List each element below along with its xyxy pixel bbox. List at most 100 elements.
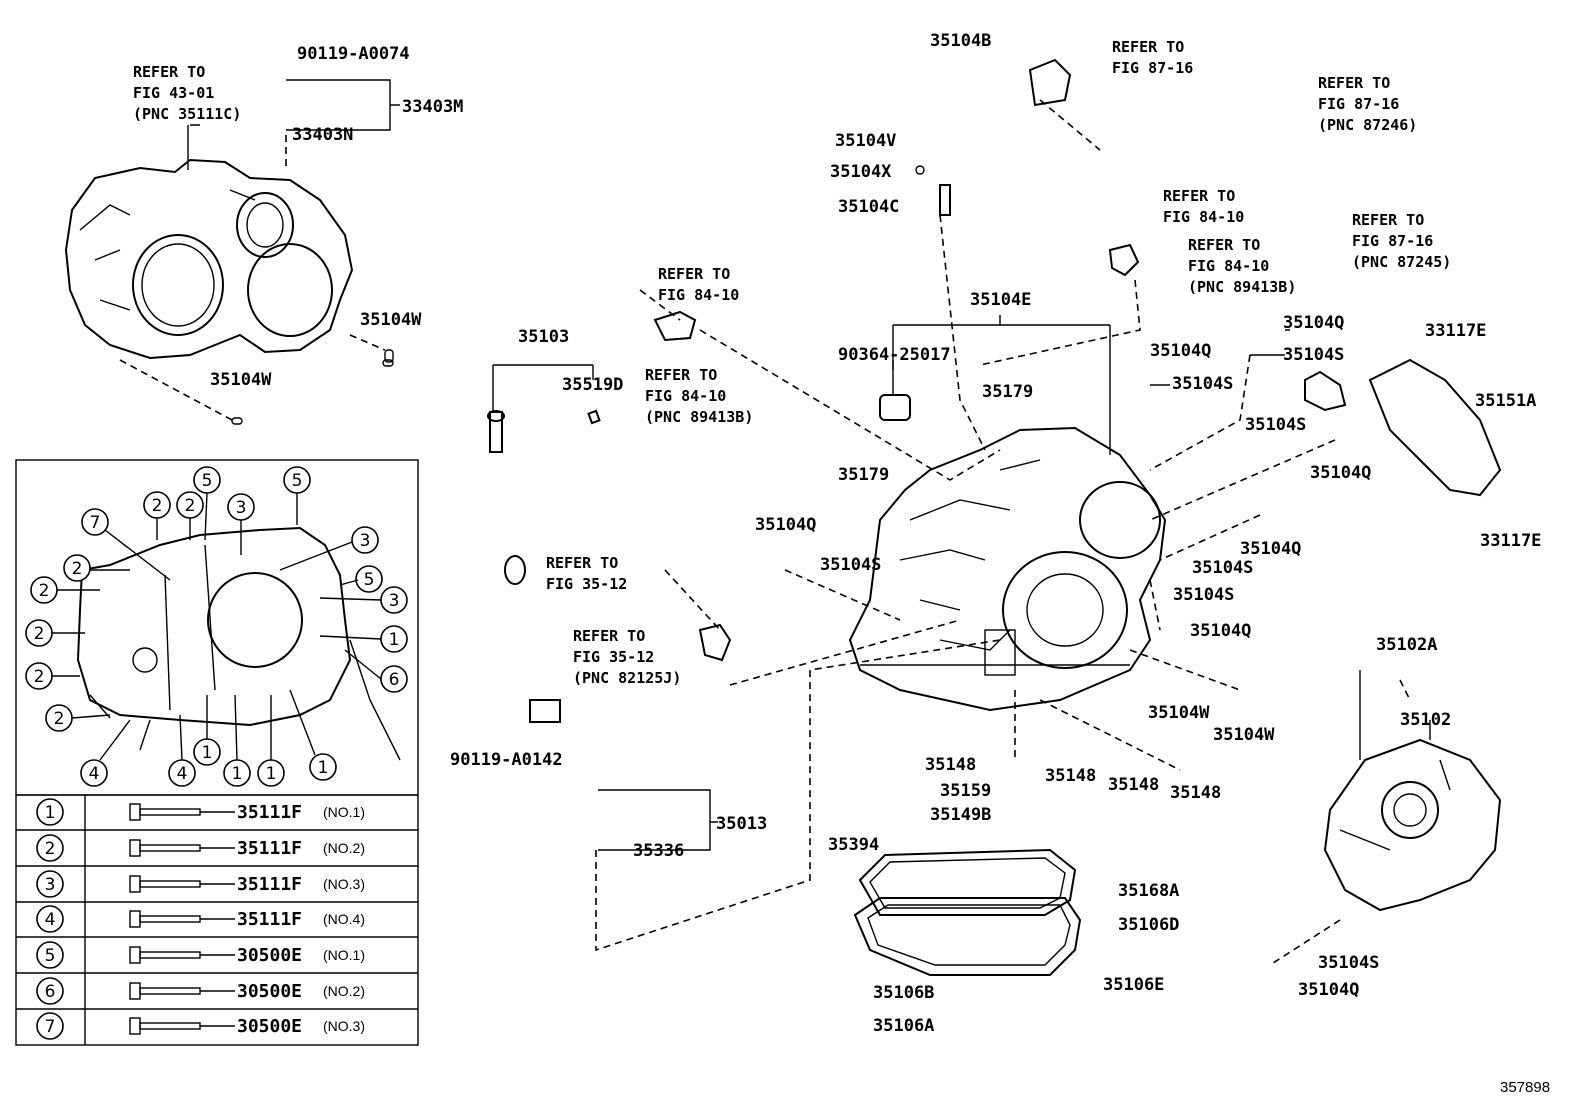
- label-35106a: 35106A: [873, 1016, 934, 1036]
- svg-text:7: 7: [45, 1017, 56, 1037]
- inset-callout-4b: 4: [168, 759, 196, 787]
- label-35103: 35103: [518, 327, 569, 347]
- svg-text:3: 3: [360, 531, 371, 551]
- inset-callout-2e: 2: [25, 619, 53, 647]
- refer-note-fig-84-10-d: REFER TO FIG 84-10 (PNC 89413B): [645, 366, 753, 426]
- label-35106b: 35106B: [873, 983, 934, 1003]
- label-35104s-b: 35104S: [1172, 374, 1233, 394]
- svg-text:30500E: 30500E: [237, 981, 302, 1002]
- label-90119-a0074: 90119-A0074: [297, 44, 410, 64]
- label-35179-b: 35179: [838, 465, 889, 485]
- svg-text:4: 4: [177, 764, 188, 784]
- svg-text:2: 2: [39, 581, 50, 601]
- label-35104e: 35104E: [970, 290, 1031, 310]
- svg-text:1: 1: [202, 743, 213, 763]
- svg-text:2: 2: [45, 839, 56, 859]
- svg-text:2: 2: [34, 667, 45, 687]
- svg-text:1: 1: [389, 630, 400, 650]
- leader-lines: [119, 79, 1431, 966]
- svg-text:5: 5: [202, 471, 213, 491]
- svg-text:6: 6: [45, 982, 56, 1002]
- label-90119-a0142: 90119-A0142: [450, 750, 563, 770]
- refer-note-fig-87-16-a: REFER TO FIG 87-16: [1112, 38, 1193, 77]
- label-35149b: 35149B: [930, 805, 991, 825]
- svg-text:5: 5: [45, 946, 56, 966]
- inset-callout-2d: 2: [30, 576, 58, 604]
- label-35106d: 35106D: [1118, 915, 1179, 935]
- svg-text:3: 3: [45, 875, 56, 895]
- svg-text:2: 2: [185, 496, 196, 516]
- label-35148-a: 35148: [925, 755, 976, 775]
- inset-callout-5a: 5: [193, 466, 221, 494]
- label-35104x: 35104X: [830, 162, 892, 182]
- svg-text:2: 2: [54, 709, 65, 729]
- inset-callout-1a: 1: [380, 625, 408, 653]
- svg-text:(NO.1): (NO.1): [323, 804, 365, 820]
- label-35104q-d: 35104Q: [755, 515, 816, 535]
- label-35104q-c: 35104Q: [1310, 463, 1371, 483]
- svg-text:(NO.3): (NO.3): [323, 876, 365, 892]
- bolt-table-row-5: 5 30500E(NO.1): [36, 941, 365, 969]
- label-35104w-b: 35104W: [210, 370, 272, 390]
- heat-shield-35151a: [1304, 358, 1502, 497]
- bolt-table-row-7: 7 30500E(NO.3): [36, 1012, 365, 1040]
- part-labels: 35104B 35104V 35104X 35104C 35104E 90364…: [210, 31, 1541, 1036]
- label-35104s-f: 35104S: [1173, 585, 1234, 605]
- label-35104s-g: 35104S: [1318, 953, 1379, 973]
- refer-note-fig-35-12-b: REFER TO FIG 35-12 (PNC 82125J): [573, 627, 681, 687]
- refer-notes: REFER TO FIG 43-01 (PNC 35111C) REFER TO…: [133, 38, 1451, 687]
- label-35104w-a: 35104W: [360, 310, 422, 330]
- label-35104v: 35104V: [835, 131, 896, 151]
- label-35106e: 35106E: [1103, 975, 1164, 995]
- bolt-table: 1 35111F (NO.1) 2 35111F (NO.2) 3 35111F (N…: [36, 798, 365, 1040]
- svg-text:35111F: 35111F: [237, 874, 302, 895]
- oil-cooler-hoses: [931, 42, 1471, 199]
- label-35104q-f: 35104Q: [1190, 621, 1251, 641]
- svg-text:4: 4: [89, 764, 100, 784]
- svg-text:2: 2: [72, 559, 83, 579]
- bolt-table-row-6: 6 30500E(NO.2): [36, 977, 365, 1005]
- inset-callout-2c: 2: [63, 554, 91, 582]
- refer-note-fig-35-12-a: REFER TO FIG 35-12: [546, 554, 627, 593]
- svg-text:1: 1: [266, 764, 277, 784]
- refer-note-fig-84-10-c: REFER TO FIG 84-10: [658, 265, 739, 304]
- inset-callout-3b: 3: [351, 526, 379, 554]
- label-35148-c: 35148: [1108, 775, 1159, 795]
- inset-callout-1c: 1: [223, 759, 251, 787]
- inset-callout-2a: 2: [143, 491, 171, 519]
- inset-callout-2g: 2: [45, 704, 73, 732]
- bolt-location-inset: [15, 459, 419, 796]
- label-33403n: 33403N: [292, 125, 353, 145]
- label-35148-d: 35148: [1170, 783, 1221, 803]
- svg-text:4: 4: [45, 910, 56, 930]
- label-35104q-a: 35104Q: [1283, 313, 1344, 333]
- svg-text:1: 1: [318, 758, 329, 778]
- label-35104q-e: 35104Q: [1240, 539, 1301, 559]
- label-35148-b: 35148: [1045, 766, 1096, 786]
- svg-text:(NO.2): (NO.2): [323, 840, 365, 856]
- inset-callout-5c: 5: [355, 565, 383, 593]
- inset-callout-3c: 3: [380, 586, 408, 614]
- refer-note-fig-43-01: REFER TO FIG 43-01 (PNC 35111C): [133, 63, 241, 123]
- svg-text:2: 2: [34, 624, 45, 644]
- label-35102a: 35102A: [1376, 635, 1437, 655]
- label-33117e-a: 33117E: [1425, 321, 1486, 341]
- svg-text:35111F: 35111F: [237, 838, 302, 859]
- svg-text:1: 1: [45, 803, 56, 823]
- svg-text:5: 5: [364, 570, 375, 590]
- svg-text:35111F: 35111F: [237, 802, 302, 823]
- transaxle-housing: [64, 158, 354, 360]
- inset-callout-2f: 2: [25, 662, 53, 690]
- label-33403m: 33403M: [402, 97, 463, 117]
- label-35179-a: 35179: [982, 382, 1033, 402]
- inset-callout-3a: 3: [227, 493, 255, 521]
- bolt-table-grid: [15, 794, 419, 1046]
- label-33117e-b: 33117E: [1480, 531, 1541, 551]
- transmission-assembly: [848, 426, 1167, 712]
- inset-callout-6a: 6: [380, 665, 408, 693]
- label-35104q-b: 35104Q: [1150, 341, 1211, 361]
- inset-callout-5b: 5: [283, 466, 311, 494]
- refer-note-fig-84-10-b: REFER TO FIG 84-10 (PNC 89413B): [1188, 236, 1296, 296]
- svg-text:(NO.3): (NO.3): [323, 1018, 365, 1034]
- refer-note-fig-87-16-c: REFER TO FIG 87-16 (PNC 87245): [1352, 211, 1451, 271]
